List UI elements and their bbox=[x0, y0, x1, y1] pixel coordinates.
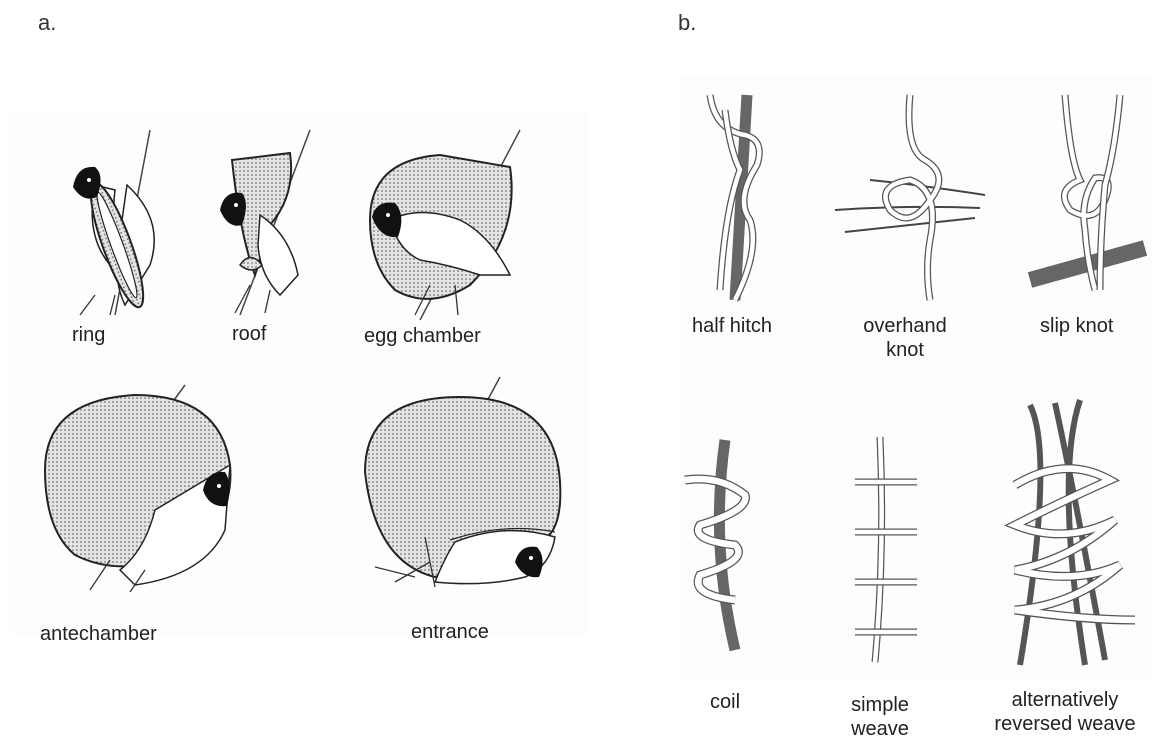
coil-label: coil bbox=[710, 690, 740, 714]
entrance-stage-illustration bbox=[355, 372, 570, 597]
ring-stage-illustration bbox=[55, 125, 175, 315]
roof-stage-illustration bbox=[210, 125, 330, 315]
simple-weave-illustration bbox=[845, 432, 925, 667]
egg-chamber-stage-illustration bbox=[360, 125, 530, 320]
alternatively-reversed-weave-illustration bbox=[995, 395, 1145, 680]
half-hitch-label: half hitch bbox=[692, 314, 772, 338]
simple-weave-label-line2: weave bbox=[845, 717, 915, 741]
antechamber-label: antechamber bbox=[40, 622, 157, 646]
alternatively-reversed-weave-label-line1: alternatively bbox=[980, 688, 1150, 712]
alternatively-reversed-weave-label-line2: reversed weave bbox=[980, 712, 1150, 736]
antechamber-stage-illustration bbox=[35, 380, 245, 595]
slip-knot-label: slip knot bbox=[1040, 314, 1113, 338]
overhand-knot-label-line2: knot bbox=[840, 338, 970, 362]
simple-weave-label-line1: simple bbox=[845, 693, 915, 717]
coil-illustration bbox=[680, 435, 760, 655]
panel-a-letter: a. bbox=[38, 10, 56, 36]
slip-knot-illustration bbox=[1025, 90, 1150, 305]
overhand-knot-label-line1: overhand bbox=[840, 314, 970, 338]
ring-label: ring bbox=[72, 323, 105, 347]
overhand-knot-label: overhand knot bbox=[840, 314, 970, 362]
overhand-knot-illustration bbox=[830, 90, 990, 305]
alternatively-reversed-weave-label: alternatively reversed weave bbox=[980, 688, 1150, 736]
simple-weave-label: simple weave bbox=[845, 693, 915, 741]
panel-b-letter: b. bbox=[678, 10, 696, 36]
egg-chamber-label: egg chamber bbox=[364, 324, 481, 348]
half-hitch-illustration bbox=[695, 90, 785, 305]
entrance-label: entrance bbox=[411, 620, 489, 644]
roof-label: roof bbox=[232, 322, 266, 346]
